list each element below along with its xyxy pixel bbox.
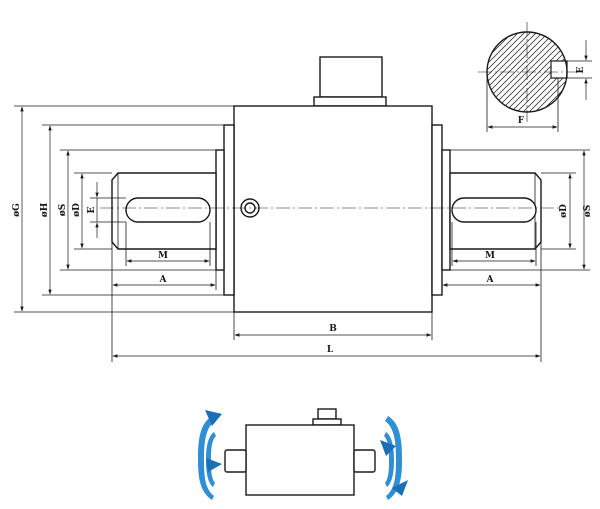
sensor-body — [233, 105, 433, 313]
small-right-shaft — [353, 449, 376, 473]
section-hatch-line — [529, 32, 567, 112]
horizontal-dimensions: M A M A B L — [111, 222, 542, 362]
dim-label-e: E — [87, 206, 97, 213]
dim-label-a-right: A — [486, 275, 495, 285]
section-label-e: E — [576, 66, 586, 73]
section-hatch-line — [535, 32, 567, 112]
connector-base — [313, 96, 387, 107]
section-hatch-line — [487, 32, 531, 112]
dim-label-s-right: øS — [583, 205, 593, 218]
left-outer-flange — [223, 124, 235, 296]
right-outer-flange — [431, 124, 443, 296]
dim-label-a: A — [159, 275, 168, 285]
dim-label-m: M — [158, 251, 168, 261]
section-keyway — [550, 60, 568, 79]
left-inner-flange — [215, 149, 225, 271]
shaft-section-view: E F — [392, 22, 592, 132]
section-hatch-line — [487, 32, 489, 112]
section-hatch-line — [523, 32, 567, 112]
counterclockwise-rotation-icon — [380, 416, 408, 500]
dim-label-d: øD — [72, 203, 82, 217]
connector — [319, 56, 383, 98]
dim-label-d-right: øD — [559, 204, 569, 218]
left-keyway — [125, 197, 211, 223]
dim-label-s: øS — [58, 204, 68, 217]
section-hatch-line — [392, 27, 482, 117]
rotation-view — [198, 408, 408, 500]
right-keyway — [451, 197, 537, 223]
small-connector — [317, 408, 337, 420]
small-body — [245, 424, 355, 496]
dim-label-l: L — [327, 345, 334, 355]
right-dimensions: øD øS — [450, 149, 593, 271]
dim-label-b: B — [329, 324, 337, 334]
dim-label-m-right: M — [485, 251, 495, 261]
front-view — [100, 56, 560, 313]
small-left-shaft — [224, 449, 247, 473]
dim-label-h: øH — [40, 202, 50, 217]
section-hatch-line — [487, 32, 561, 112]
dim-label-g: øG — [12, 203, 22, 217]
small-connector-base — [312, 418, 342, 426]
section-label-f: F — [518, 116, 525, 126]
right-inner-flange — [441, 149, 451, 271]
section-hatch-line — [487, 32, 525, 112]
left-dimensions: øG øH øS øD E — [12, 105, 234, 313]
clockwise-rotation-icon — [198, 410, 222, 500]
section-hatch-line — [487, 32, 519, 112]
